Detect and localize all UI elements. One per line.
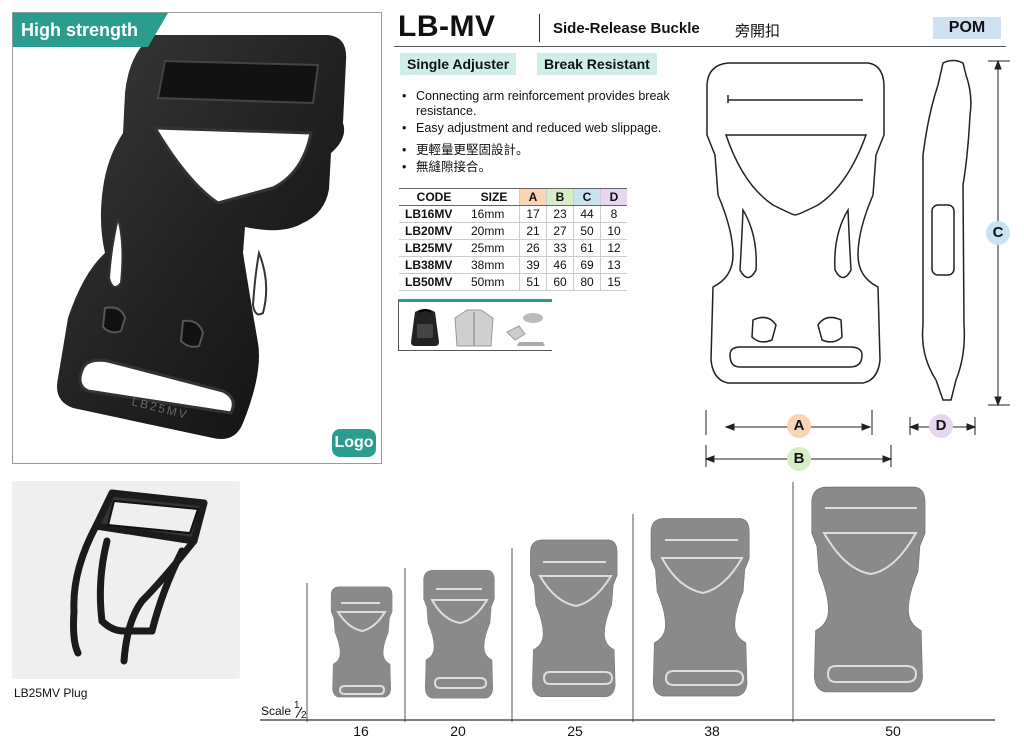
logo-badge: Logo <box>332 429 376 457</box>
header-a: A <box>519 188 547 206</box>
scale-size-16: 16 <box>353 723 369 739</box>
table-header-row: CODE SIZE A B C D <box>399 188 627 206</box>
scale-denominator: 2 <box>301 710 307 721</box>
feature-bullet: 無縫隙接合。 <box>402 160 696 175</box>
header-d: D <box>600 188 627 206</box>
dimension-b-label: B <box>787 447 811 471</box>
cell-size: 38mm <box>469 256 520 274</box>
cell-a: 51 <box>519 273 547 291</box>
cell-d: 12 <box>600 239 627 257</box>
high-strength-badge: High strength <box>13 13 168 47</box>
header-b: B <box>546 188 574 206</box>
cell-c: 61 <box>573 239 601 257</box>
feature-bullet: 更輕量更堅固設計。 <box>402 143 696 158</box>
table-row: LB25MV 25mm 26 33 61 12 <box>399 239 627 257</box>
subtitle-chinese: 旁開扣 <box>735 23 781 40</box>
header-c: C <box>573 188 601 206</box>
plug-caption: LB25MV Plug <box>14 686 88 700</box>
cell-a: 17 <box>519 205 547 223</box>
cell-b: 46 <box>546 256 574 274</box>
feature-bullet: Easy adjustment and reduced web slippage… <box>402 121 696 136</box>
cell-code: LB16MV <box>399 205 469 223</box>
material-badge: POM <box>933 17 1001 39</box>
dimension-drawing <box>704 59 1010 467</box>
cell-a: 26 <box>519 239 547 257</box>
scale-numerator: 1 <box>294 700 300 711</box>
dimension-a-label: A <box>787 414 811 438</box>
size-table: CODE SIZE A B C D LB16MV 16mm 17 23 44 8… <box>399 188 627 291</box>
header-size: SIZE <box>469 188 520 206</box>
scale-size-25: 25 <box>567 723 583 739</box>
feature-list-english: Connecting arm reinforcement provides br… <box>402 89 696 138</box>
cell-a: 39 <box>519 256 547 274</box>
feature-list-chinese: 更輕量更堅固設計。 無縫隙接合。 <box>402 143 696 177</box>
cell-size: 25mm <box>469 239 520 257</box>
cell-d: 10 <box>600 222 627 240</box>
cell-c: 44 <box>573 205 601 223</box>
cell-d: 8 <box>600 205 627 223</box>
backpack-icon <box>411 309 439 346</box>
plug-photo-panel <box>12 481 240 679</box>
table-row: LB38MV 38mm 39 46 69 13 <box>399 256 627 274</box>
dimension-c-label: C <box>986 221 1010 245</box>
cell-code: LB50MV <box>399 273 469 291</box>
table-row: LB20MV 20mm 21 27 50 10 <box>399 222 627 240</box>
table-row: LB16MV 16mm 17 23 44 8 <box>399 205 627 223</box>
buckle-photo: LB25MV <box>57 35 347 439</box>
cell-size: 16mm <box>469 205 520 223</box>
cell-c: 69 <box>573 256 601 274</box>
scale-size-20: 20 <box>450 723 466 739</box>
cell-b: 23 <box>546 205 574 223</box>
scale-comparison <box>260 482 995 722</box>
cell-d: 15 <box>600 273 627 291</box>
cell-code: LB38MV <box>399 256 469 274</box>
header-rule <box>394 46 1006 47</box>
header-code: CODE <box>399 188 469 206</box>
cell-a: 21 <box>519 222 547 240</box>
cell-b: 60 <box>546 273 574 291</box>
feature-tag-break-resistant: Break Resistant <box>537 53 657 75</box>
cell-c: 50 <box>573 222 601 240</box>
cell-d: 13 <box>600 256 627 274</box>
outdoor-gear-icon <box>506 313 545 346</box>
application-icons <box>398 299 552 351</box>
scale-size-50: 50 <box>885 723 901 739</box>
model-title: LB-MV <box>398 10 496 43</box>
cell-c: 80 <box>573 273 601 291</box>
subtitle-english: Side-Release Buckle <box>553 20 700 37</box>
product-photo-panel: LB25MV High strength Logo <box>12 12 382 464</box>
cell-size: 20mm <box>469 222 520 240</box>
title-divider <box>539 14 540 42</box>
jacket-icon <box>454 309 494 347</box>
cell-code: LB20MV <box>399 222 469 240</box>
plug-photo <box>70 489 208 665</box>
scale-size-38: 38 <box>704 723 720 739</box>
cell-size: 50mm <box>469 273 520 291</box>
table-row: LB50MV 50mm 51 60 80 15 <box>399 273 627 291</box>
cell-code: LB25MV <box>399 239 469 257</box>
feature-bullet: Connecting arm reinforcement provides br… <box>402 89 696 119</box>
cell-b: 27 <box>546 222 574 240</box>
dimension-d-label: D <box>929 414 953 438</box>
cell-b: 33 <box>546 239 574 257</box>
scale-label: Scale <box>261 704 292 718</box>
feature-tag-single-adjuster: Single Adjuster <box>400 53 517 75</box>
